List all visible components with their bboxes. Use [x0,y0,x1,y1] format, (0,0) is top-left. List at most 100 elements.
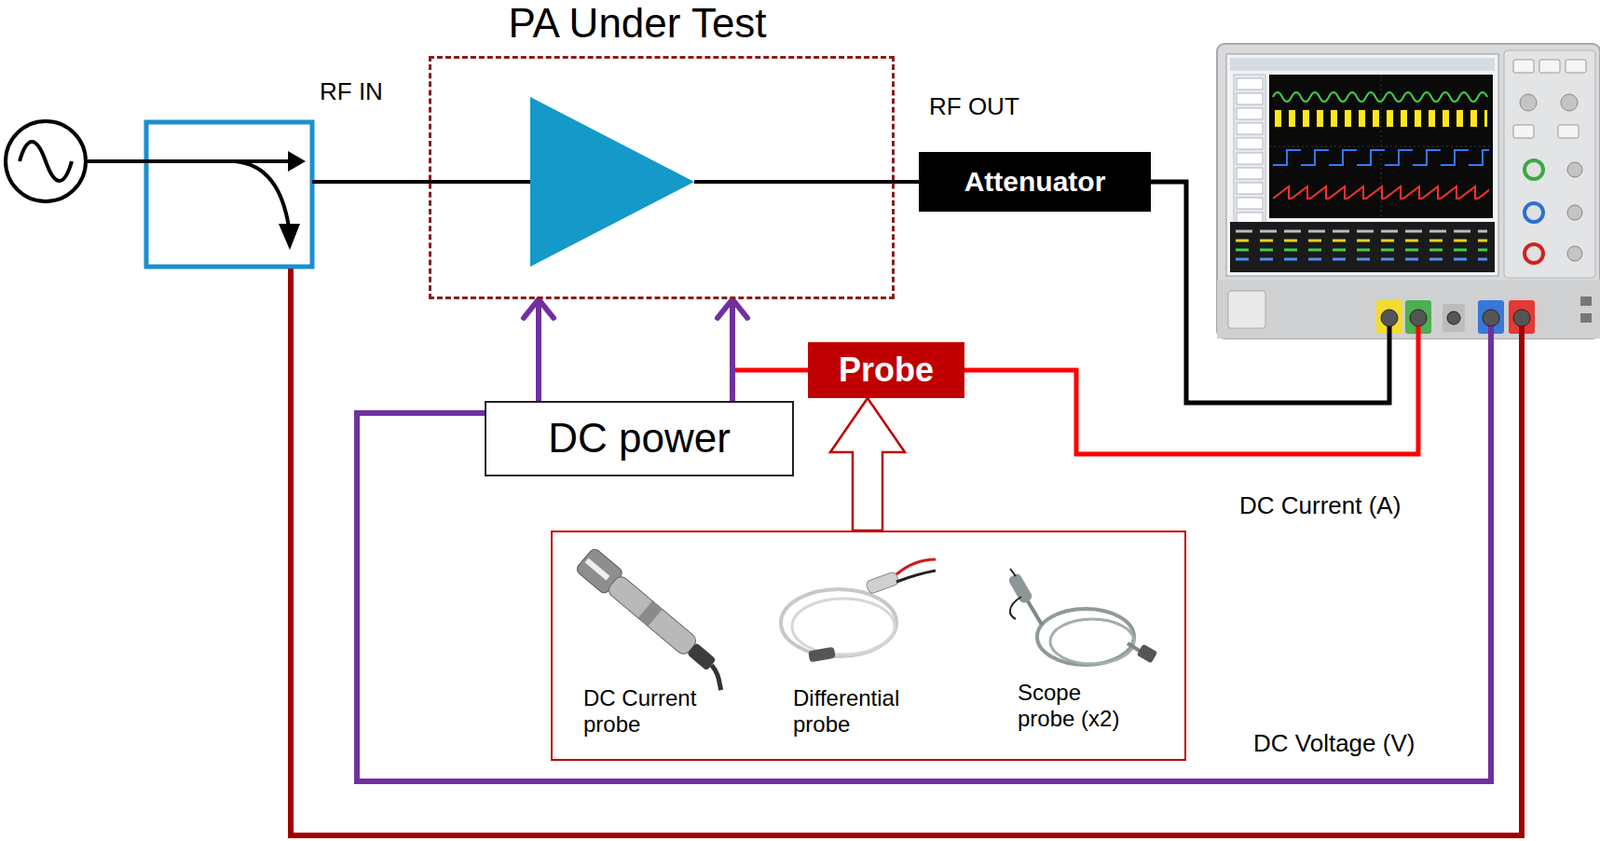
rf-input-line [312,179,531,184]
label-holder: RF IN [319,78,383,107]
bnc-connector [1513,309,1531,327]
table-row [1235,239,1488,243]
differential-probe-icon [780,559,936,662]
probe-cable-loop [780,588,897,657]
softkey [1236,167,1263,179]
dc-supply-arrow [717,299,748,401]
amplifier-symbol [530,96,695,267]
softkey [1236,78,1263,90]
rf-scope-wire [1150,181,1390,403]
usb-port [1580,313,1592,323]
coupler-box [146,122,313,267]
probe-options-panel: DC Current probe Differential probe Scope … [550,530,1187,761]
bnc-connector [1409,309,1427,327]
probe-amplifier [807,646,836,663]
probe-body [1007,572,1034,605]
sine-symbol [19,141,72,181]
knob [1519,94,1537,111]
box-label: Probe [838,350,934,389]
arrowhead [523,299,554,318]
text-slot: Differential probe [793,684,915,737]
usb-port [1580,296,1592,306]
channel-knob [1524,203,1544,222]
control-panel [1504,50,1596,278]
port-label: RF IN [319,78,383,107]
knob [1560,94,1578,111]
green-trace [1272,92,1488,102]
text-slot: Scope probe (x2) [1017,679,1139,731]
panel-button [1513,124,1534,138]
through-arrowhead [287,150,306,172]
table-row [1235,248,1488,252]
probe-box: Probe [807,341,965,398]
black-lead [896,570,936,582]
passive-probe-icon [1007,568,1158,665]
knob [1567,246,1583,261]
panel-button [1539,59,1560,73]
signal-source [5,121,86,202]
channel-knob [1524,160,1544,179]
attenuator-box: Attenuator [918,151,1151,212]
oscilloscope [1217,43,1600,339]
softkey [1236,137,1263,150]
probe-choice-arrow [830,397,905,531]
channel-knob [1524,244,1544,263]
softkey [1236,93,1263,105]
table-row [1235,230,1488,233]
source-circle [5,121,86,202]
softkey [1236,197,1263,209]
measurement-table [1230,221,1495,273]
probe-tap-wire [732,368,808,373]
yellow-trace [1274,109,1488,127]
probe-caption: DC Current probe [583,684,705,737]
probe-caption: Differential probe [793,684,915,737]
box-label: DC power [547,414,731,463]
block-arrow [830,397,905,531]
probe-caption: Scope probe (x2) [1017,679,1139,731]
probe-tip [1010,568,1016,576]
rf-output-connector [894,181,919,183]
text-slot: PA Under Test [428,0,847,48]
knob [1567,162,1583,178]
arrowhead [717,299,748,318]
connector-line [894,179,919,184]
softkey [1236,108,1263,120]
red-trace [1272,182,1490,202]
channel-port-panel [1442,303,1465,332]
ground-lead [1010,596,1022,619]
box-label: Attenuator [964,165,1107,199]
table-row [1235,258,1488,261]
probe-head [865,571,901,595]
label-holder: DC Current (A) [1239,492,1401,520]
screen-bezel [1226,54,1499,276]
power-button [1228,290,1266,329]
voltage-wire [356,326,1491,781]
bnc-connector [1482,309,1500,327]
jaw-slot [585,558,611,581]
through-line [85,159,291,164]
signal-label: DC Current (A) [1239,492,1401,520]
text-slot: DC Current probe [583,684,705,737]
softkey [1236,152,1263,165]
clamp-body [605,573,699,657]
dc-power-box: DC power [484,400,794,477]
connector-line [535,299,542,401]
scope-body [1217,43,1600,339]
signal-label: DC Voltage (V) [1253,729,1415,758]
dc-supply-arrow [523,299,554,401]
coupled-line [234,161,289,228]
current-wire [964,326,1419,454]
bnc-plug [1136,642,1159,663]
directional-coupler [85,122,313,267]
clamp-cable [703,664,730,690]
port-label: RF OUT [929,93,1020,122]
clamp-slider [638,600,663,626]
panel-button [1558,124,1579,138]
softkey-column [1233,74,1266,232]
probe-cable-coil [1037,608,1135,665]
connector-line [729,299,736,401]
bnc-connector [1447,311,1461,325]
softkey [1236,123,1263,135]
panel-button [1565,59,1587,73]
